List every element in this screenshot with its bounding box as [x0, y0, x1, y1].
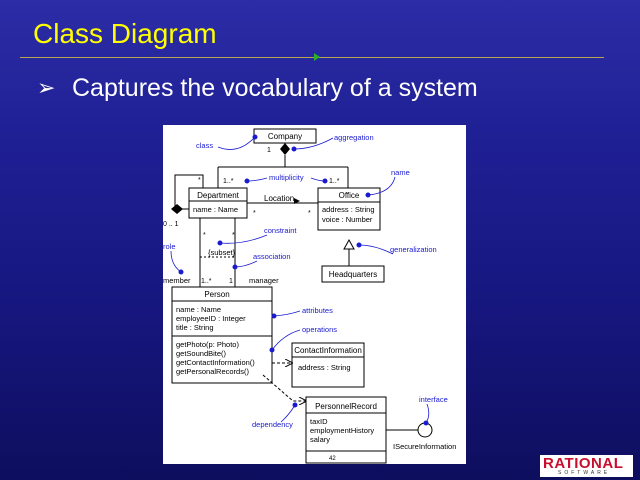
- self-aggregation-diamond-icon: [171, 204, 183, 214]
- generalization-triangle-icon: [343, 238, 355, 250]
- person-attr-2: employeeID : Integer: [176, 314, 246, 323]
- office-name: Office: [339, 191, 360, 200]
- callout-association: association: [253, 252, 291, 261]
- callout-role: role: [163, 242, 176, 251]
- personnel-attr-1: taxID: [310, 417, 328, 426]
- person-name: Person: [204, 290, 229, 299]
- location-label: Location: [264, 194, 294, 203]
- company-name: Company: [268, 132, 302, 141]
- mult-star-c: *: [203, 232, 206, 239]
- person-op-4: getPersonalRecords(): [176, 367, 249, 376]
- department-attr: name : Name: [193, 205, 238, 214]
- mult-company-1: 1: [267, 147, 271, 154]
- office-attr-2: voice : Number: [322, 215, 373, 224]
- logo-sub-text: SOFTWARE: [558, 470, 611, 476]
- callout-name: name: [391, 168, 410, 177]
- mult-member: 1..*: [201, 278, 212, 285]
- person-op-1: getPhoto(p: Photo): [176, 340, 239, 349]
- page-number: 42: [329, 456, 336, 462]
- personnel-attr-3: salary: [310, 435, 330, 444]
- callout-attributes: attributes: [302, 306, 333, 315]
- mult-office-1star: 1..*: [329, 178, 340, 185]
- department-name: Department: [197, 191, 240, 200]
- person-op-2: getSoundBite(): [176, 349, 227, 358]
- callout-interface: interface: [419, 395, 448, 404]
- class-contact-information: ContactInformation address : String: [291, 342, 365, 388]
- class-office: Office address : String voice : Number: [317, 187, 381, 231]
- mult-manager: 1: [229, 278, 233, 285]
- slide-title: Class Diagram: [33, 18, 217, 49]
- mult-star-d: *: [232, 232, 235, 239]
- office-attr-1: address : String: [322, 205, 375, 214]
- callout-constraint: constraint: [264, 226, 297, 235]
- mult-loc-left: *: [253, 210, 256, 217]
- headquarters-name: Headquarters: [329, 270, 377, 279]
- interface-name: ISecureInformation: [393, 442, 456, 451]
- personnel-name: PersonnelRecord: [315, 402, 377, 411]
- personnel-attr-2: employmentHistory: [310, 426, 374, 435]
- rational-logo: RATIONAL SOFTWARE: [540, 455, 633, 477]
- diagram-canvas: Company 1 1..* 1..* * Department name : …: [163, 128, 456, 464]
- mult-dept-1star: 1..*: [223, 178, 234, 185]
- callout-generalization: generalization: [390, 245, 437, 254]
- location-direction-icon: [294, 198, 300, 204]
- title-rule: [20, 57, 604, 58]
- bullet-text: Captures the vocabulary of a system: [72, 74, 478, 102]
- subset-label: {subset}: [208, 248, 236, 257]
- callout-dependency: dependency: [252, 420, 293, 429]
- person-attr-1: name : Name: [176, 305, 221, 314]
- contact-name: ContactInformation: [294, 346, 362, 355]
- mult-0-1: 0 .. 1: [163, 221, 179, 228]
- manager-role: manager: [249, 276, 279, 285]
- person-op-3: getContactInformation(): [176, 358, 255, 367]
- person-attr-3: title : String: [176, 323, 214, 332]
- contact-attr: address : String: [298, 363, 351, 372]
- mult-star-top: *: [198, 177, 201, 184]
- bullet-arrow-icon: ➢: [37, 76, 56, 101]
- class-company: Company: [253, 128, 317, 144]
- class-personnel-record: PersonnelRecord taxID employmentHistory …: [305, 396, 387, 464]
- class-headquarters: Headquarters: [321, 265, 385, 283]
- mult-loc-right: *: [308, 210, 311, 217]
- logo-main-text: RATIONAL: [543, 455, 624, 472]
- rule-marker-icon: [314, 53, 320, 61]
- callout-aggregation: aggregation: [334, 133, 374, 142]
- class-person: Person name : Name employeeID : Integer …: [171, 286, 273, 384]
- callouts: class aggregation multiplicity name cons…: [163, 133, 448, 429]
- member-role: member: [163, 276, 191, 285]
- callout-operations: operations: [302, 325, 337, 334]
- aggregation-diamond-icon: [280, 143, 290, 155]
- class-diagram: Company 1 1..* 1..* * Department name : …: [163, 125, 466, 464]
- callout-multiplicity: multiplicity: [269, 173, 304, 182]
- class-department: Department name : Name: [188, 187, 248, 219]
- callout-class: class: [196, 141, 213, 150]
